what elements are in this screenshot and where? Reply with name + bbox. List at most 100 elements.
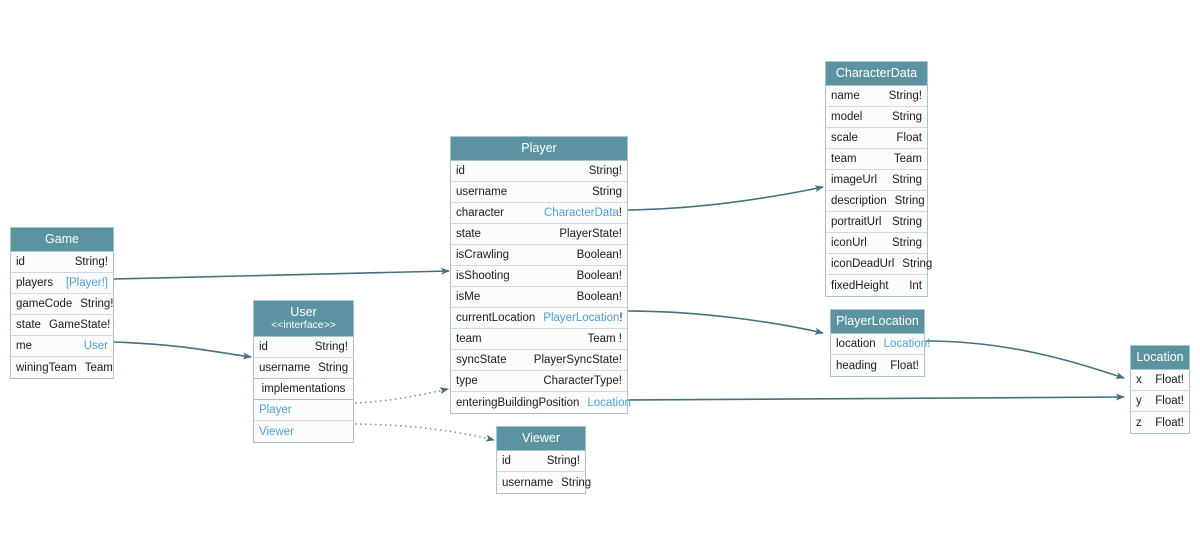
entity-game[interactable]: Game id String! players [Player!] gameCo… <box>10 227 114 380</box>
entity-user[interactable]: User <<interface>> id String! username S… <box>253 300 354 444</box>
field-row[interactable]: username String <box>254 358 353 380</box>
entity-player[interactable]: Player id String! username String charac… <box>450 136 631 415</box>
field-type[interactable]: Location <box>587 396 631 409</box>
field-row[interactable]: isMe Boolean! <box>451 287 627 309</box>
field-row[interactable]: type CharacterType! <box>451 371 627 393</box>
edge-player-enteringbuildingposition-to-location <box>627 393 1125 401</box>
field-row[interactable]: description String <box>826 191 927 213</box>
field-name: gameCode <box>16 298 73 311</box>
field-name: type <box>456 375 478 388</box>
field-row[interactable]: id String! <box>497 451 585 473</box>
field-name: model <box>831 111 863 124</box>
entity-game-title: Game <box>11 228 113 253</box>
entity-user-name: User <box>290 305 317 319</box>
field-row[interactable]: username String <box>497 472 591 494</box>
field-row[interactable]: enteringBuildingPosition Location <box>451 392 631 414</box>
field-row[interactable]: state PlayerState! <box>451 224 627 246</box>
entity-viewer[interactable]: Viewer id String! username String <box>496 426 591 495</box>
field-type: Team <box>893 153 922 166</box>
field-name: isShooting <box>456 270 510 283</box>
field-name: syncState <box>456 354 507 367</box>
field-name: description <box>831 195 887 208</box>
field-row[interactable]: gameCode String! <box>11 294 114 316</box>
field-type-link[interactable]: CharacterData <box>544 207 619 220</box>
field-type: String <box>891 111 922 124</box>
field-type: String <box>902 258 933 271</box>
implementation-row[interactable]: Player <box>254 400 353 422</box>
field-row[interactable]: isCrawling Boolean! <box>451 245 627 267</box>
field-row[interactable]: id String! <box>451 161 627 183</box>
field-name: currentLocation <box>456 312 536 325</box>
implementation-name[interactable]: Player <box>259 404 292 417</box>
field-type[interactable]: PlayerLocation! <box>535 312 622 324</box>
edge-player-character-to-characterdata <box>627 185 824 211</box>
field-row[interactable]: id String! <box>254 337 353 359</box>
field-row[interactable]: scale Float <box>826 128 927 150</box>
field-row[interactable]: syncState PlayerSyncState! <box>451 350 627 372</box>
field-name: id <box>16 256 25 269</box>
edge-playerlocation-location-to-location <box>925 340 1125 379</box>
field-name: character <box>456 207 504 220</box>
entity-user-title: User <<interface>> <box>254 301 353 338</box>
field-name: state <box>456 228 481 241</box>
field-name: team <box>456 333 482 346</box>
field-type: Team ! <box>587 333 622 346</box>
field-row[interactable]: currentLocation PlayerLocation! <box>451 308 627 330</box>
field-row[interactable]: name String! <box>826 86 927 108</box>
field-type: String <box>891 174 922 187</box>
field-row[interactable]: character CharacterData! <box>451 203 627 225</box>
field-row[interactable]: portraitUrl String <box>826 212 927 234</box>
field-row[interactable]: x Float! <box>1131 370 1189 392</box>
implementations-label: implementations <box>261 383 346 396</box>
field-row[interactable]: state GameState! <box>11 315 113 337</box>
field-name: winingTeam <box>16 361 77 374</box>
field-name: imageUrl <box>831 174 878 187</box>
field-type: Float! <box>1155 395 1184 408</box>
field-row[interactable]: me User <box>11 336 113 358</box>
entity-characterdata[interactable]: CharacterData name String! model String … <box>825 61 932 298</box>
field-row[interactable]: fixedHeight Int <box>826 275 927 297</box>
field-type: String <box>591 186 622 199</box>
edge-player-currentlocation-to-playerlocation <box>627 310 824 335</box>
field-row[interactable]: team Team ! <box>451 329 627 351</box>
field-type: String! <box>80 298 114 311</box>
field-row[interactable]: imageUrl String <box>826 170 927 192</box>
field-row[interactable]: iconDeadUrl String <box>826 254 932 276</box>
field-type: PlayerState! <box>559 228 622 241</box>
field-row[interactable]: winingTeam Team <box>11 357 113 379</box>
field-row[interactable]: heading Float! <box>831 355 924 377</box>
field-row[interactable]: z Float! <box>1131 412 1189 434</box>
field-row[interactable]: model String <box>826 107 927 129</box>
implementations-header: implementations <box>254 379 353 401</box>
entity-playerlocation[interactable]: PlayerLocation location Location! headin… <box>830 309 930 378</box>
implementation-row[interactable]: Viewer <box>254 421 353 443</box>
field-type: String! <box>314 341 348 354</box>
entity-user-stereotype: <<interface>> <box>271 319 336 332</box>
field-row[interactable]: location Location! <box>831 334 930 356</box>
field-row[interactable]: isShooting Boolean! <box>451 266 627 288</box>
field-type[interactable]: Location! <box>883 338 931 351</box>
entity-location[interactable]: Location x Float! y Float! z Float! <box>1130 345 1190 435</box>
entity-location-title: Location <box>1131 346 1189 371</box>
field-type: String! <box>888 90 922 103</box>
field-type[interactable]: [Player!] <box>65 277 108 290</box>
field-name: name <box>831 90 860 103</box>
implementation-name[interactable]: Viewer <box>259 425 294 438</box>
field-row[interactable]: id String! <box>11 252 113 274</box>
field-name: id <box>456 165 465 178</box>
field-type[interactable]: User <box>83 340 108 353</box>
field-row[interactable]: y Float! <box>1131 391 1189 413</box>
field-row[interactable]: team Team <box>826 149 927 171</box>
field-type-link[interactable]: PlayerLocation <box>543 312 620 325</box>
field-type: Team <box>84 361 113 374</box>
field-row[interactable]: players [Player!] <box>11 273 113 295</box>
field-name: players <box>16 277 54 290</box>
field-type: GameState! <box>48 319 111 332</box>
field-type: Boolean! <box>576 270 622 283</box>
field-type[interactable]: CharacterData! <box>536 207 622 219</box>
field-row[interactable]: iconUrl String <box>826 233 927 255</box>
field-row[interactable]: username String <box>451 182 627 204</box>
field-type: Float! <box>1155 374 1184 387</box>
field-type-suffix: ! <box>618 207 622 220</box>
